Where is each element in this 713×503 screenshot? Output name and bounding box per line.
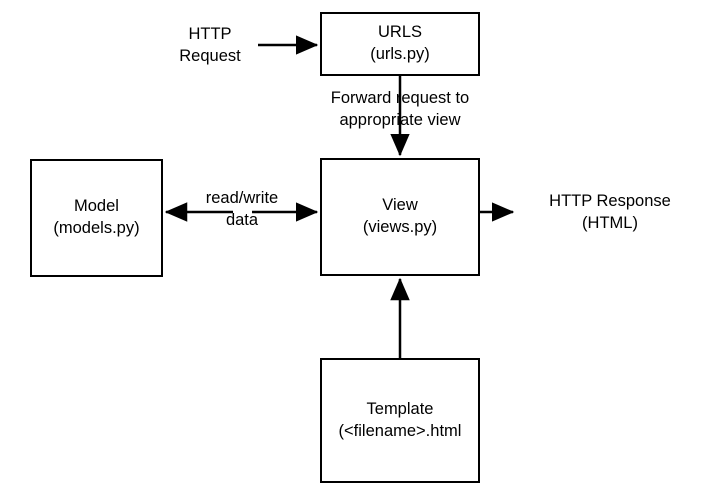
label-http-response-line1: HTTP Response — [549, 192, 671, 210]
label-http-response: HTTP Response (HTML) — [520, 191, 700, 235]
node-view[interactable]: View (views.py) — [320, 158, 480, 276]
label-forward-request: Forward request to appropriate view — [310, 88, 490, 132]
node-template-filename: (<filename>.html — [338, 421, 462, 440]
node-model-filename: (models.py) — [53, 219, 140, 237]
node-model[interactable]: Model (models.py) — [30, 159, 163, 277]
node-view-title: View — [382, 196, 418, 215]
label-forward-request-line2: appropriate view — [339, 110, 461, 129]
label-forward-request-line1: Forward request to — [330, 89, 470, 107]
label-read-write-data-line1: read/write — [205, 189, 279, 207]
label-http-request: HTTP Request — [158, 24, 262, 68]
node-urls[interactable]: URLS (urls.py) — [320, 12, 480, 76]
label-http-response-line2: (HTML) — [582, 213, 638, 232]
node-template[interactable]: Template (<filename>.html — [320, 358, 480, 483]
node-view-filename: (views.py) — [362, 218, 438, 236]
node-urls-title: URLS — [377, 23, 422, 42]
label-read-write-data-line2: data — [225, 210, 259, 229]
node-template-title: Template — [366, 399, 434, 418]
label-read-write-data: read/write data — [185, 188, 299, 232]
node-urls-filename: (urls.py) — [370, 45, 430, 63]
label-http-request-line2: Request — [179, 46, 241, 65]
label-http-request-line1: HTTP — [188, 25, 232, 43]
node-model-title: Model — [74, 197, 119, 216]
